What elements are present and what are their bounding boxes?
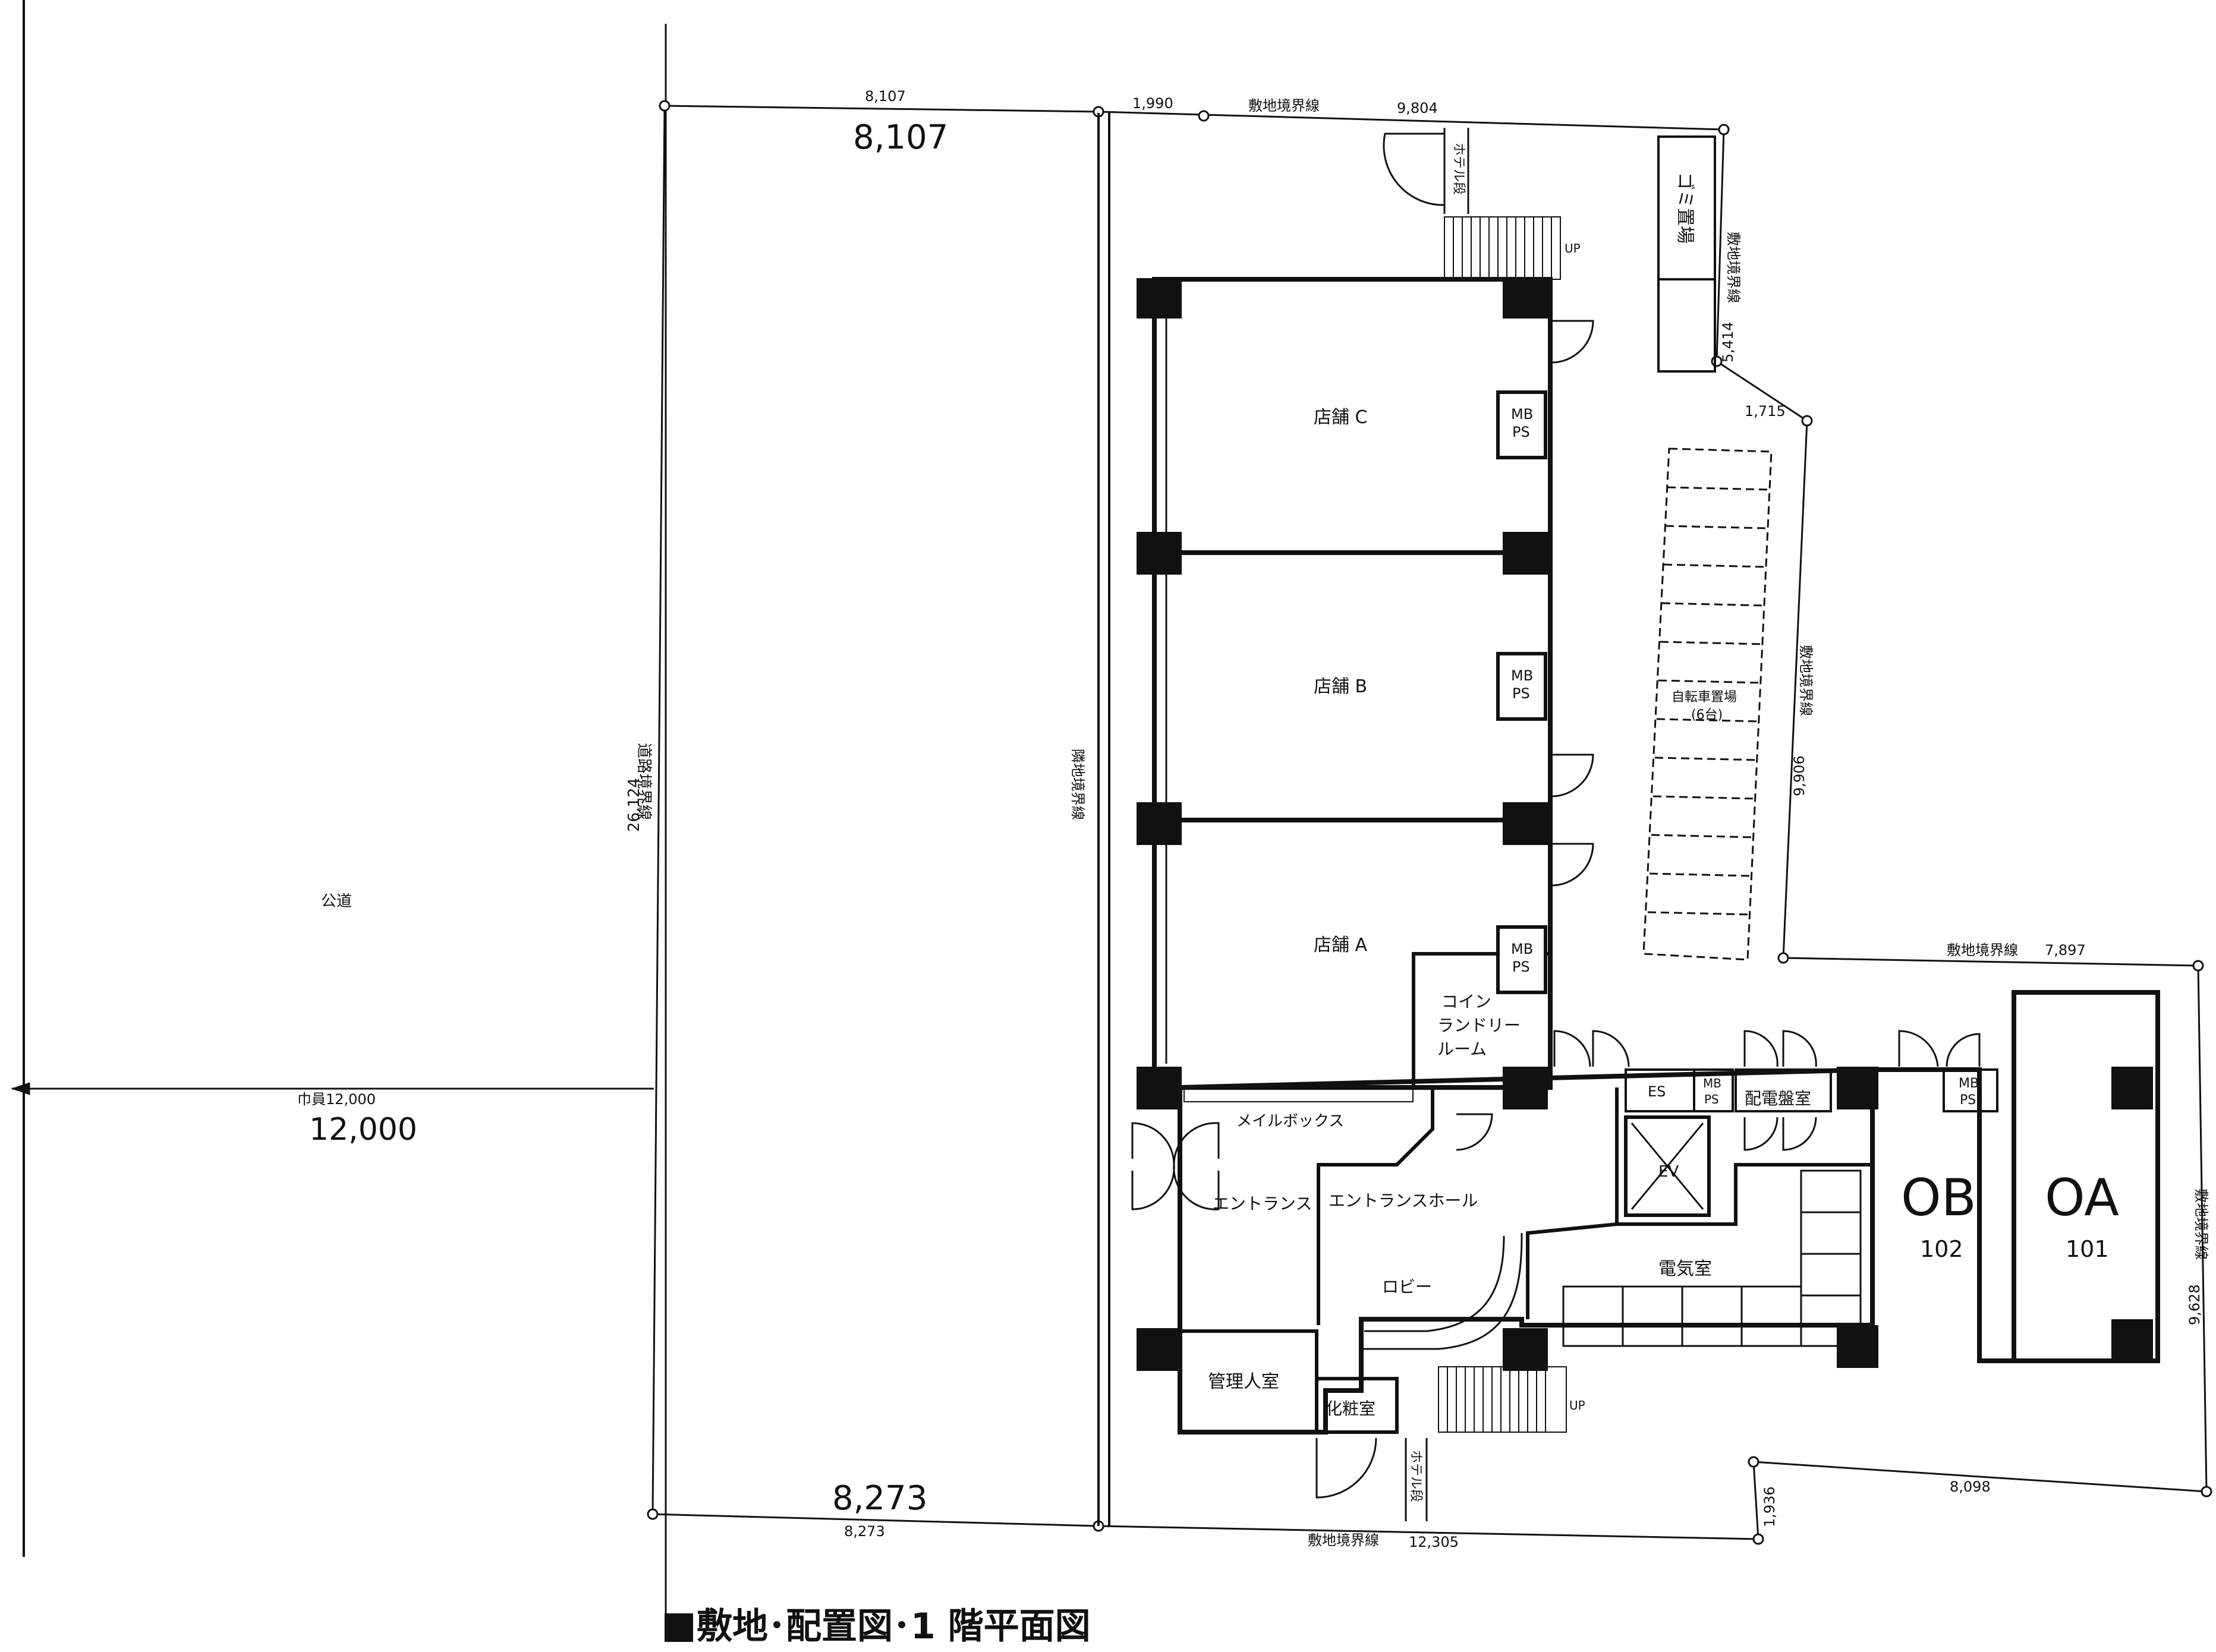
unit-ob-number: 102 — [1920, 1236, 1963, 1262]
dim-top-left-hand: 8,107 — [853, 118, 948, 157]
coin-laundry-label-1: コイン — [1441, 992, 1491, 1011]
elevator-symbol — [1630, 1123, 1704, 1210]
building-walls — [1152, 277, 2160, 1435]
dim-step-lower: 1,936 — [1761, 1486, 1778, 1527]
dim-top-right: 9,804 — [1397, 100, 1438, 116]
switch-room-label: 配電盤室 — [1745, 1089, 1811, 1108]
hotel-stair-rails — [1405, 128, 1469, 1521]
entrance-hall-label: エントランスホール — [1329, 1191, 1478, 1210]
coin-laundry-label-3: ルーム — [1437, 1039, 1487, 1059]
bicycle-parking — [1642, 447, 1773, 961]
dim-bottom-left: 8,273 — [844, 1523, 885, 1540]
mbps-a-label-2: PS — [1512, 959, 1530, 975]
dim-top-left: 8,107 — [865, 88, 906, 105]
dim-right-upper: 5,414 — [1720, 321, 1736, 362]
drawing-title-text: 敷地･配置図･1 階平面図 — [697, 1606, 1091, 1647]
unit-oa-number: 101 — [2066, 1236, 2109, 1262]
shop-c-label: 店舗 C — [1314, 407, 1367, 428]
es-label: ES — [1648, 1083, 1666, 1100]
dim-bottom-left-hand: 8,273 — [832, 1479, 927, 1518]
dim-top-mid: 1,990 — [1132, 95, 1173, 112]
mbps-es-label-1: MB — [1703, 1076, 1721, 1090]
bicycle-label: 自転車置場 — [1672, 690, 1737, 705]
unit-ob-label: OB — [1901, 1168, 1976, 1228]
ev-label: EV — [1658, 1163, 1679, 1181]
stairs-lower — [1438, 1366, 1567, 1433]
unit-oa-label: OA — [2045, 1168, 2119, 1228]
bicycle-count: (6台) — [1691, 708, 1723, 723]
mailbox-label: メイルボックス — [1236, 1112, 1344, 1130]
drawing-title: 敷地･配置図･1 階平面図 — [665, 1597, 1091, 1649]
inner-line-label: 隣地境界線 — [1069, 749, 1086, 820]
structural-columns — [1137, 278, 2153, 1371]
public-road-label: 公道 — [321, 893, 352, 910]
door-swings — [1131, 133, 1981, 1499]
up-label-upper: UP — [1565, 241, 1581, 256]
entrance-label: エントランス — [1213, 1194, 1312, 1213]
road-boundary-label: 道路境界線 — [635, 743, 653, 820]
road-width-hand: 12,000 — [309, 1112, 417, 1147]
manager-room-label: 管理人室 — [1208, 1372, 1279, 1392]
electric-equipment — [1562, 1169, 1862, 1347]
mbps-ob-label-1: MB — [1959, 1076, 1979, 1091]
mbps-boxes — [1496, 390, 1547, 994]
electric-room-label: 電気室 — [1658, 1259, 1712, 1279]
right-mid-label: 敷地境界線 — [1798, 645, 1814, 716]
dim-bottom-right: 8,098 — [1950, 1478, 1991, 1495]
dim-right-mid: 9,906 — [1791, 755, 1808, 796]
road-area — [11, 0, 667, 1640]
dim-bottom-mid: 12,305 — [1409, 1534, 1459, 1550]
powder-room-label: 化粧室 — [1326, 1399, 1375, 1418]
garbage-label: ゴミ置場 — [1674, 172, 1695, 244]
mbps-c-label-1: MB — [1511, 406, 1533, 423]
mbps-es-label-2: PS — [1704, 1092, 1719, 1106]
right-lower-label: 敷地境界線 — [2193, 1188, 2209, 1260]
top-boundary-label: 敷地境界線 — [1248, 97, 1320, 114]
hotel-stair-label-upper: ホテル段 — [1451, 143, 1466, 195]
hotel-stair-label-lower: ホテル段 — [1408, 1450, 1423, 1502]
mailbox-hatch — [1183, 1088, 1414, 1102]
inner-double-line — [1097, 113, 1110, 1526]
dim-right-lower: 9,628 — [2186, 1284, 2203, 1325]
shop-a-label: 店舗 A — [1314, 935, 1368, 956]
dim-mid-h: 7,897 — [2045, 942, 2086, 959]
up-label-lower: UP — [1569, 1398, 1585, 1413]
mid-boundary-label: 敷地境界線 — [1947, 942, 2018, 959]
title-square-icon — [665, 1613, 693, 1642]
road-width-label: 巾員12,000 — [297, 1091, 376, 1108]
mbps-a-label-1: MB — [1511, 941, 1533, 957]
right-upper-label: 敷地境界線 — [1725, 232, 1742, 303]
bottom-boundary-label: 敷地境界線 — [1308, 1532, 1379, 1549]
coin-laundry-label-2: ランドリー — [1437, 1016, 1521, 1035]
garbage-storage — [1657, 135, 1716, 373]
mbps-c-label-2: PS — [1512, 424, 1530, 440]
mbps-b-label-1: MB — [1511, 667, 1533, 684]
stairs-upper — [1444, 216, 1561, 280]
road-boundary-length: 26,124 — [625, 778, 643, 832]
lobby-label: ロビー — [1382, 1277, 1432, 1297]
shop-b-label: 店舗 B — [1314, 676, 1367, 697]
dim-step-upper: 1,715 — [1745, 403, 1786, 420]
mbps-b-label-2: PS — [1512, 685, 1530, 702]
mbps-ob-label-2: PS — [1960, 1093, 1976, 1108]
